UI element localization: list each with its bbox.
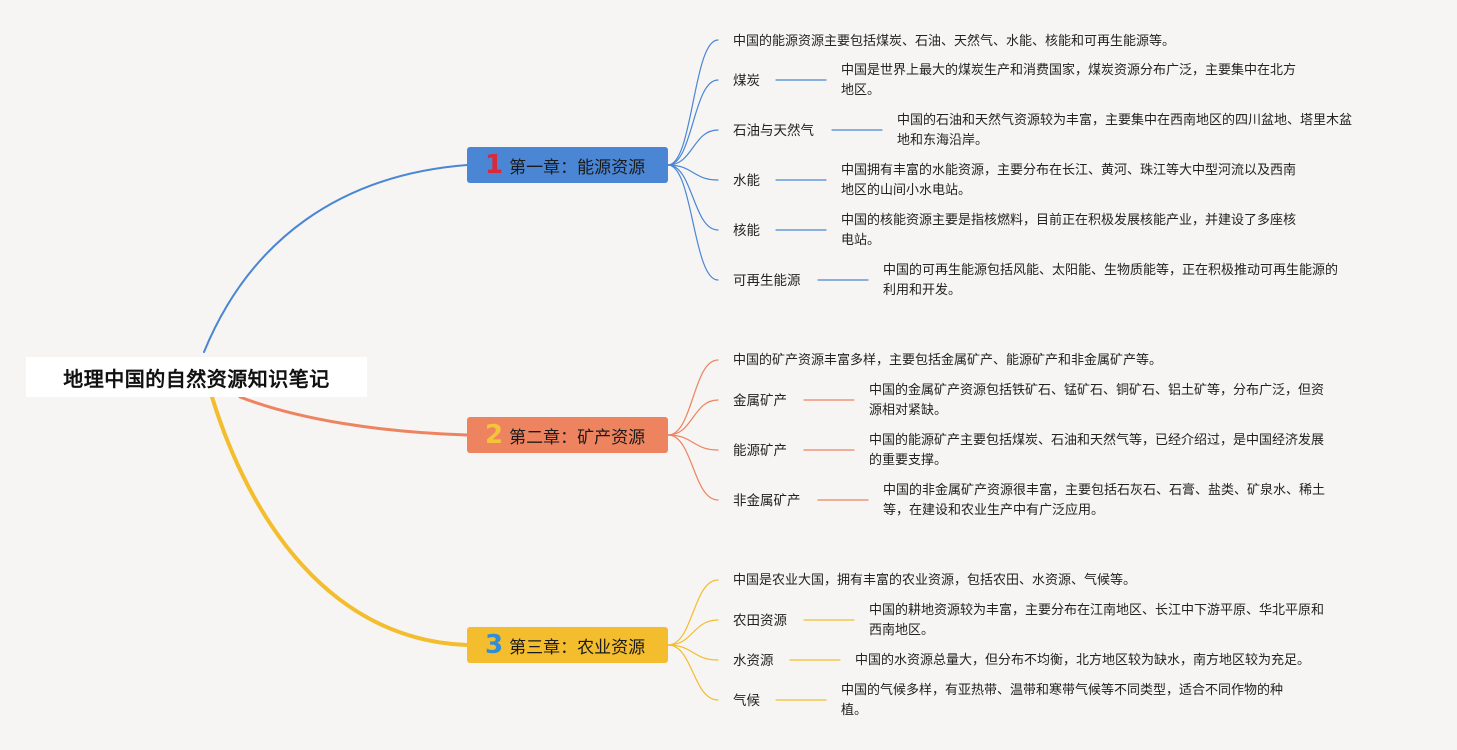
topic-coal-desc[interactable]: 中国是世界上最大的煤炭生产和消费国家，煤炭资源分布广泛，主要集中在北方 地区。 <box>841 63 1297 98</box>
fan-c1-3 <box>667 164 719 181</box>
topic-farmland-label[interactable]: 农田资源 <box>733 613 787 629</box>
fan-c1-0 <box>667 39 719 166</box>
chapter-1-number: 1 <box>485 150 504 180</box>
topic-hydro-label[interactable]: 水能 <box>733 173 760 189</box>
fan-c1-2 <box>667 129 719 166</box>
fan-c2-1 <box>667 399 719 436</box>
branch-root-chapter-1 <box>203 164 468 353</box>
topic-nuclear-desc[interactable]: 中国的核能资源主要是指核燃料，目前正在积极发展核能产业，并建设了多座核 电站。 <box>841 213 1297 248</box>
root-title: 地理中国的自然资源知识笔记 <box>63 366 330 391</box>
chapter-2-title: 第二章：矿产资源 <box>509 427 646 448</box>
fan-c1-1 <box>667 79 719 166</box>
fan-c1-4 <box>667 164 719 231</box>
chapter-2-intro[interactable]: 中国的矿产资源丰富多样，主要包括金属矿产、能源矿产和非金属矿产等。 <box>733 353 1163 368</box>
branch-root-chapter-3 <box>210 395 469 647</box>
topic-nuclear-label[interactable]: 核能 <box>733 223 760 239</box>
chapter-2-number: 2 <box>485 420 504 450</box>
root-topic[interactable]: 地理中国的自然资源知识笔记 <box>26 357 367 397</box>
fan-c2-0 <box>667 359 719 436</box>
topic-farmland-desc[interactable]: 中国的耕地资源较为丰富，主要分布在江南地区、长江中下游平原、华北平原和 西南地区… <box>869 603 1325 638</box>
fan-c2-2 <box>667 434 719 451</box>
topic-energy-mineral-label[interactable]: 能源矿产 <box>733 443 787 459</box>
topic-metal-desc[interactable]: 中国的金属矿产资源包括铁矿石、锰矿石、铜矿石、铝土矿等，分布广泛，但资 源相对紧… <box>869 383 1325 418</box>
fan-c3-3 <box>667 644 719 701</box>
topic-hydro-desc[interactable]: 中国拥有丰富的水能资源，主要分布在长江、黄河、珠江等大中型河流以及西南 地区的山… <box>841 163 1297 198</box>
topic-energy-mineral-desc[interactable]: 中国的能源矿产主要包括煤炭、石油和天然气等，已经介绍过，是中国经济发展 的重要支… <box>869 433 1325 468</box>
topic-metal-label[interactable]: 金属矿产 <box>733 393 787 409</box>
fan-c3-1 <box>667 619 719 646</box>
topic-climate-desc[interactable]: 中国的气候多样，有亚热带、温带和寒带气候等不同类型，适合不同作物的种 植。 <box>841 683 1284 718</box>
topic-oil-gas-label[interactable]: 石油与天然气 <box>733 123 814 139</box>
topic-coal-label[interactable]: 煤炭 <box>733 73 760 89</box>
chapter-2-node[interactable]: 2 第二章：矿产资源 <box>467 417 668 453</box>
topic-nonmetal-label[interactable]: 非金属矿产 <box>733 493 801 509</box>
topic-nonmetal-desc[interactable]: 中国的非金属矿产资源很丰富，主要包括石灰石、石膏、盐类、矿泉水、稀土 等，在建设… <box>883 483 1326 518</box>
chapter-3-number: 3 <box>485 630 504 660</box>
chapter-1-node[interactable]: 1 第一章：能源资源 <box>467 147 668 183</box>
fan-c3-0 <box>667 579 719 646</box>
chapter-1-title: 第一章：能源资源 <box>509 157 646 178</box>
topic-water-label[interactable]: 水资源 <box>733 653 774 669</box>
branch-root-chapter-2 <box>238 395 469 437</box>
fan-c2-3 <box>667 434 719 501</box>
fan-c1-5 <box>667 164 719 281</box>
topic-water-desc[interactable]: 中国的水资源总量大，但分布不均衡，北方地区较为缺水，南方地区较为充足。 <box>855 653 1311 668</box>
topic-oil-gas-desc[interactable]: 中国的石油和天然气资源较为丰富，主要集中在西南地区的四川盆地、塔里木盆 地和东海… <box>897 113 1353 148</box>
chapter-3-title: 第三章：农业资源 <box>509 637 646 658</box>
chapter-3-node[interactable]: 3 第三章：农业资源 <box>467 627 668 663</box>
topic-climate-label[interactable]: 气候 <box>733 693 760 709</box>
chapter-1-intro[interactable]: 中国的能源资源主要包括煤炭、石油、天然气、水能、核能和可再生能源等。 <box>733 34 1176 49</box>
topic-renewable-desc[interactable]: 中国的可再生能源包括风能、太阳能、生物质能等，正在积极推动可再生能源的 利用和开… <box>883 263 1339 298</box>
fan-c3-2 <box>667 644 719 661</box>
topic-renewable-label[interactable]: 可再生能源 <box>733 273 801 289</box>
chapter-3-intro[interactable]: 中国是农业大国，拥有丰富的农业资源，包括农田、水资源、气候等。 <box>733 573 1137 588</box>
